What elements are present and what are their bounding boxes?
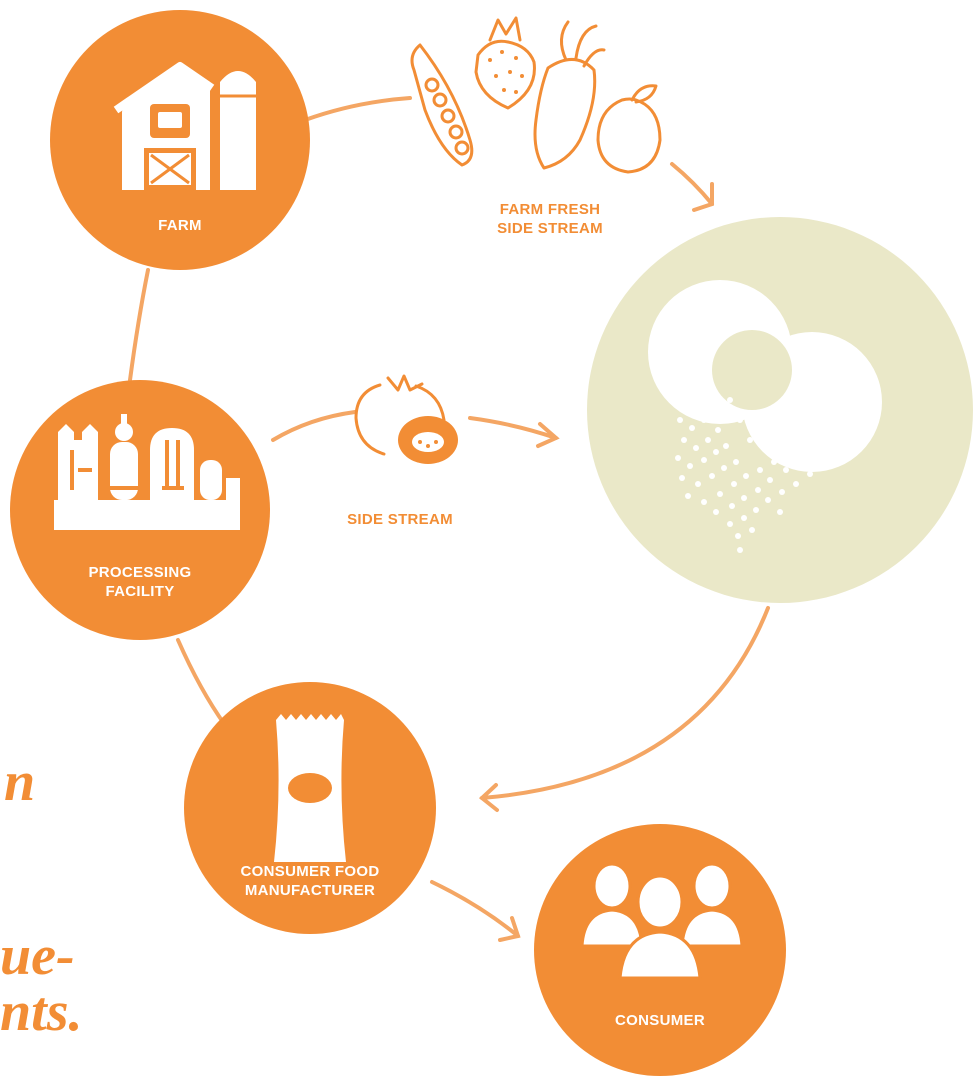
pea-pod-icon xyxy=(410,43,474,167)
manufacturer-to-consumer-arrow xyxy=(430,880,520,938)
consumer-label: CONSUMER xyxy=(615,1012,705,1029)
consumer-arrowhead xyxy=(498,916,521,942)
people-icon xyxy=(580,862,744,980)
tomato-slice-icon xyxy=(398,416,458,464)
farm-to-processing-line xyxy=(128,268,150,382)
strawberry-icon xyxy=(474,39,536,110)
snack-bag-icon xyxy=(274,714,346,862)
farm-label: FARM xyxy=(158,217,202,234)
connectors xyxy=(128,96,770,942)
consumer-food-manufacturer-label: CONSUMER FOOD MANUFACTURER xyxy=(240,863,380,899)
upcycler-return-arrowhead xyxy=(478,783,499,812)
p-logo-icon xyxy=(648,280,882,553)
manufacturer-node xyxy=(184,682,436,934)
processing-node xyxy=(10,380,270,640)
upcycler-node xyxy=(587,217,973,603)
quote-fragment-3: nts. xyxy=(0,981,83,1043)
side-stream-label: SIDE STREAM xyxy=(347,511,453,528)
quote-fragment-1: n xyxy=(4,751,36,813)
produce-icon xyxy=(410,16,662,174)
tomato-arrowhead xyxy=(536,422,560,448)
farm-to-produce-line xyxy=(303,96,412,122)
farm-node xyxy=(50,10,310,270)
tomato-icon xyxy=(354,374,446,456)
factory-icon xyxy=(54,414,240,530)
produce-to-upcycler-arrow xyxy=(670,162,714,206)
apricot-icon xyxy=(596,97,662,174)
farm-fresh-side-stream-label: FARM FRESH SIDE STREAM xyxy=(497,201,603,237)
upcycler-to-manufacturer-arrow xyxy=(480,606,770,800)
processing-facility-label: PROCESSING FACILITY xyxy=(88,564,192,600)
carrot-icon xyxy=(533,58,597,170)
tomato-to-upcycler-arrow xyxy=(468,416,558,440)
processing-to-tomato-line xyxy=(271,410,357,442)
produce-arrowhead xyxy=(692,182,714,212)
quote-fragment-2: ue- xyxy=(0,925,75,987)
processing-to-manufacturer-line xyxy=(176,638,227,727)
consumer-node xyxy=(534,824,786,1076)
barn-icon xyxy=(113,62,256,190)
